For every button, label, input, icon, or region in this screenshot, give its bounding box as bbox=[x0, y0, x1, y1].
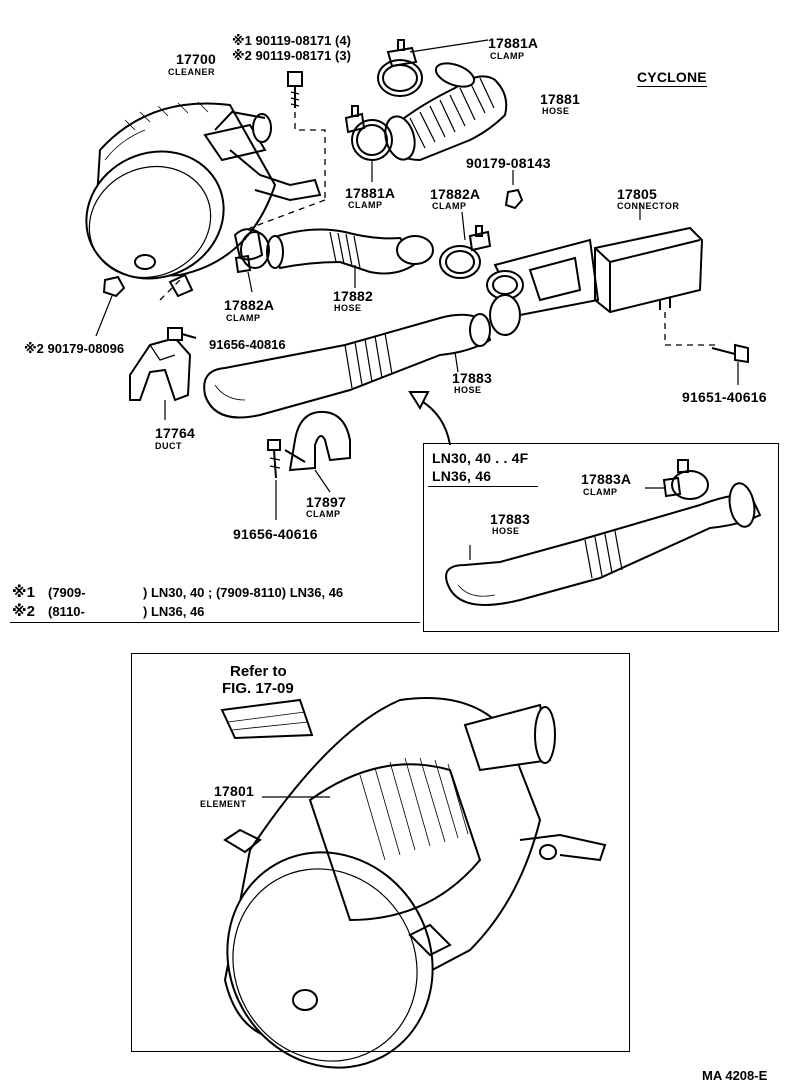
bolt-91656-40616-illustration bbox=[267, 439, 281, 520]
callout-bolt-91656-40616: 91656-40616 bbox=[233, 526, 318, 542]
footnote-2-models: ) LN36, 46 bbox=[143, 604, 205, 619]
callout-hose-top-name: HOSE bbox=[542, 106, 570, 116]
inset-models-line1: LN30, 40 . . 4F bbox=[432, 450, 529, 466]
callout-clamp-top-number: 17881A bbox=[488, 35, 539, 51]
detail-refer-line2: FIG. 17-09 bbox=[222, 680, 294, 697]
callout-clamp-2a-number: 17882A bbox=[430, 186, 481, 202]
inset-models-underline bbox=[428, 486, 538, 487]
callout-nut-top: 90179-08143 bbox=[466, 155, 551, 171]
footnote-2-date: (8110- bbox=[48, 604, 85, 619]
callout-connector-name: CONNECTOR bbox=[617, 201, 680, 211]
inset-clamp-name: CLAMP bbox=[583, 487, 618, 497]
callout-cleaner-name: CLEANER bbox=[168, 67, 216, 77]
inset-hose-name: HOSE bbox=[492, 526, 520, 536]
callout-clamp-top-name: CLAMP bbox=[490, 51, 525, 61]
callout-clamp-mid-number: 17881A bbox=[345, 185, 396, 201]
connector-17805-illustration bbox=[486, 205, 718, 346]
callout-bolt-note-2: ※2 90119-08171 (3) bbox=[232, 48, 351, 63]
clamp-17881a-top-illustration bbox=[377, 39, 489, 97]
callout-bolt-91651-40616: 91651-40616 bbox=[682, 389, 767, 405]
nut-90179-08096-illustration bbox=[95, 275, 126, 337]
detail-element-name: ELEMENT bbox=[200, 799, 247, 809]
detail-refer-line1: Refer to bbox=[230, 663, 287, 680]
air-cleaner-illustration bbox=[85, 101, 322, 298]
inset-variant-box bbox=[423, 443, 779, 632]
callout-clamp-mid-name: CLAMP bbox=[348, 200, 383, 210]
callout-clamp-2a-lower-name: CLAMP bbox=[226, 313, 261, 323]
callout-bolt-note-1: ※1 90119-08171 (4) bbox=[232, 33, 351, 48]
hose-17881-illustration bbox=[384, 62, 508, 162]
clamp-17882a-left-illustration bbox=[234, 231, 270, 293]
clamp-17897-illustration bbox=[284, 410, 351, 493]
footnote-2-mark: ※2 bbox=[12, 603, 35, 620]
inset-hose-number: 17883 bbox=[490, 511, 530, 527]
footnote-1-mark: ※1 bbox=[12, 584, 35, 601]
inset-models-line2: LN36, 46 bbox=[432, 468, 492, 484]
footer-code: MA 4208-E bbox=[702, 1068, 768, 1083]
callout-hose-2-name: HOSE bbox=[334, 303, 362, 313]
callout-hose-3-number: 17883 bbox=[452, 370, 492, 386]
callout-nut-left: ※2 90179-08096 bbox=[24, 341, 125, 356]
footnote-rule bbox=[10, 622, 420, 623]
callout-connector-number: 17805 bbox=[617, 186, 657, 202]
inset-hose-illustration bbox=[445, 459, 762, 606]
callout-hose-3-name: HOSE bbox=[454, 385, 482, 395]
callout-hose-2-number: 17882 bbox=[333, 288, 373, 304]
callout-cleaner-number: 17700 bbox=[176, 51, 216, 67]
clamp-17882a-right-illustration bbox=[439, 211, 492, 279]
bolt-91651-40616-illustration bbox=[711, 343, 749, 385]
callout-arrow bbox=[408, 391, 451, 446]
callout-clamp-17897-name: CLAMP bbox=[306, 509, 341, 519]
detail-cleaner-illustration bbox=[220, 697, 607, 1069]
callout-hose-top-number: 17881 bbox=[540, 91, 580, 107]
clamp-17881a-mid-illustration bbox=[344, 105, 393, 182]
detail-element-number: 17801 bbox=[214, 783, 254, 799]
duct-17764-illustration bbox=[129, 336, 192, 420]
hose-17882-illustration bbox=[266, 228, 434, 288]
nut-90179-08143-illustration bbox=[504, 170, 524, 210]
callout-duct-number: 17764 bbox=[155, 425, 195, 441]
bolt-91656-40816-illustration bbox=[167, 327, 197, 341]
diagram-title: CYCLONE bbox=[637, 69, 707, 87]
hose-17883-illustration bbox=[203, 313, 492, 419]
callout-clamp-2a-lower-number: 17882A bbox=[224, 297, 275, 313]
detail-box bbox=[131, 653, 630, 1052]
callout-clamp-2a-name: CLAMP bbox=[432, 201, 467, 211]
footnote-1-date: (7909- bbox=[48, 585, 86, 600]
callout-duct-name: DUCT bbox=[155, 441, 182, 451]
callout-clamp-17897-number: 17897 bbox=[306, 494, 346, 510]
callout-bolt-91656-40816: 91656-40816 bbox=[209, 337, 286, 352]
inset-clamp-number: 17883A bbox=[581, 471, 632, 487]
footnote-1-models: ) LN30, 40 ; (7909-8110) LN36, 46 bbox=[143, 585, 344, 600]
